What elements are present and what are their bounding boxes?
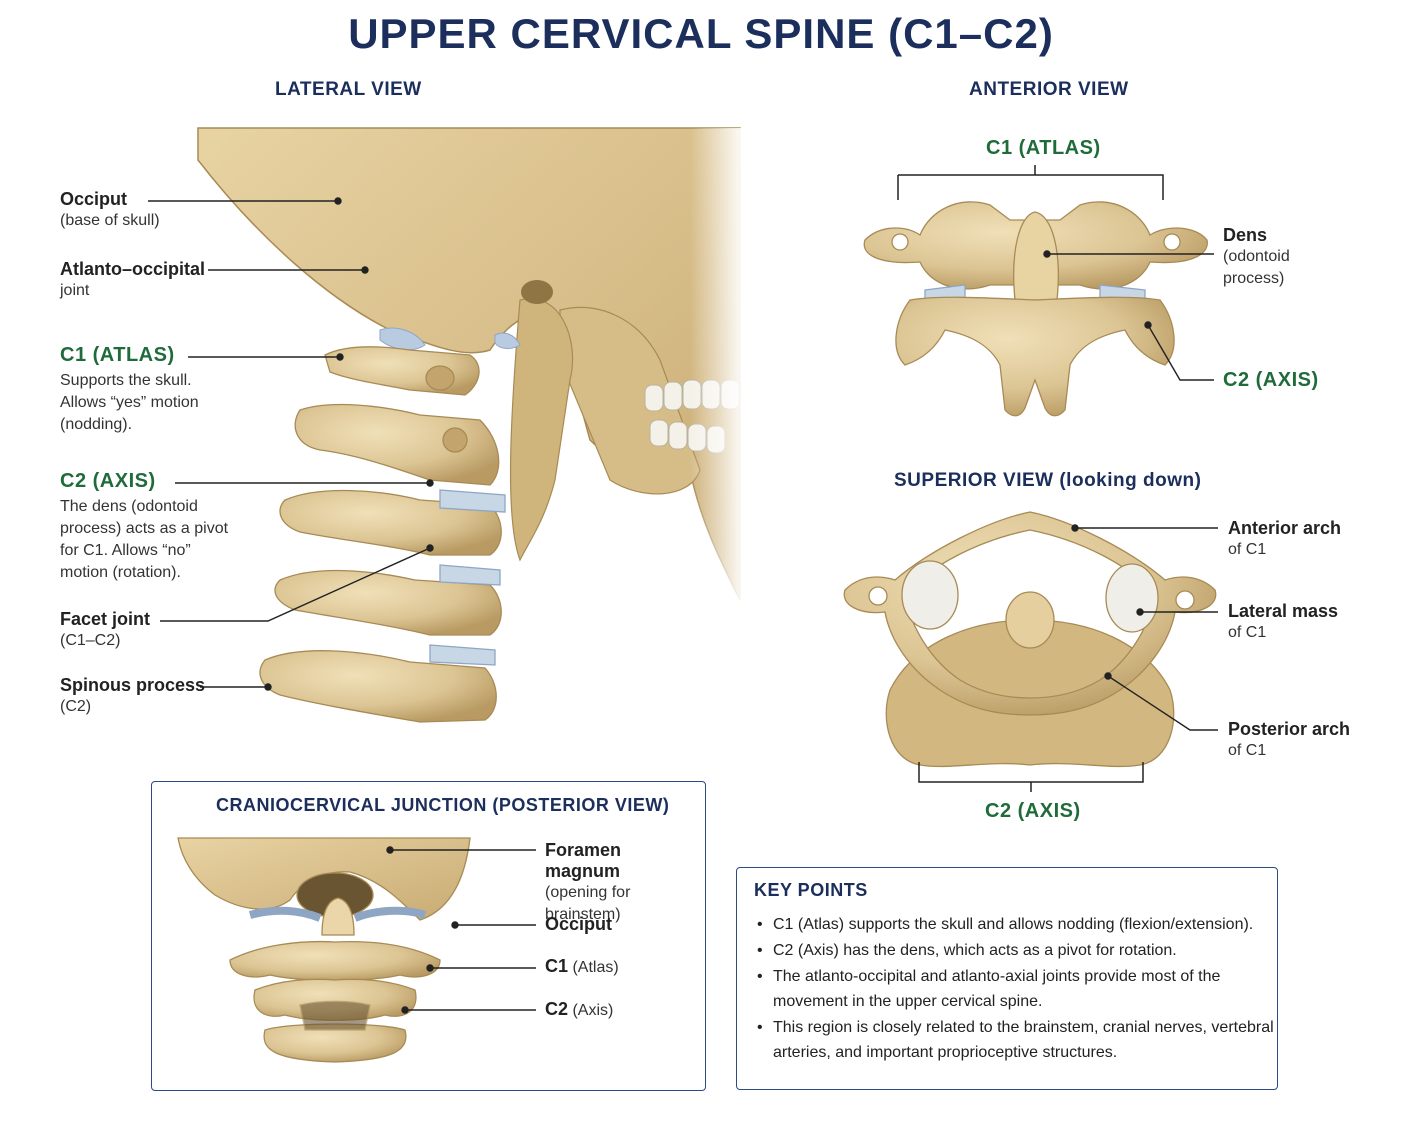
anterior-c1-label: C1 (ATLAS) [986, 137, 1101, 159]
label-facet-joint-sub: (C1–C2) [60, 632, 121, 649]
key-points-list: C1 (Atlas) supports the skull and allows… [755, 912, 1276, 1066]
page-title: UPPER CERVICAL SPINE (C1–C2) [348, 10, 1054, 57]
anterior-c2-label: C2 (AXIS) [1223, 369, 1319, 391]
label-atlanto-occipital-sub: joint [60, 282, 90, 299]
key-points-panel: KEY POINTS C1 (Atlas) supports the skull… [736, 867, 1278, 1090]
label-anterior-arch-name: Anterior arch [1228, 518, 1342, 538]
label-posterior-c1-sub: (Atlas) [572, 959, 619, 976]
label-posterior-c1: C1 (Atlas) [545, 956, 619, 979]
lateral-view-heading: LATERAL VIEW [275, 79, 422, 100]
posterior-view-panel [151, 781, 706, 1091]
label-posterior-arch: Posterior arch of C1 [1228, 719, 1378, 762]
label-occiput-sub: (base of skull) [60, 212, 160, 229]
label-posterior-c2: C2 (Axis) [545, 999, 613, 1022]
label-dens: Dens (odontoid process) [1223, 225, 1333, 290]
label-posterior-c2-sub: (Axis) [572, 1002, 614, 1019]
label-anterior-arch: Anterior arch of C1 [1228, 518, 1378, 561]
anterior-leader-lines [1043, 250, 1214, 381]
label-occiput: Occiput (base of skull) [60, 189, 210, 232]
label-posterior-arch-sub: of C1 [1228, 742, 1267, 759]
label-dens-name: Dens [1223, 225, 1268, 245]
label-foramen-magnum-sub: (opening for brainstem) [545, 884, 631, 923]
label-facet-joint-name: Facet joint [60, 609, 151, 629]
superior-leader-lines [1071, 524, 1218, 731]
label-occiput-name: Occiput [60, 189, 128, 209]
key-point-item: C2 (Axis) has the dens, which acts as a … [757, 938, 1276, 963]
key-point-item: C1 (Atlas) supports the skull and allows… [757, 912, 1276, 937]
label-lateral-mass: Lateral mass of C1 [1228, 601, 1378, 644]
label-c1-atlas-sub: Supports the skull. Allows “yes” motion … [60, 372, 199, 433]
posterior-view-heading: CRANIOCERVICAL JUNCTION (POSTERIOR VIEW) [216, 795, 670, 815]
superior-view-heading: SUPERIOR VIEW (looking down) [894, 470, 1202, 491]
label-c2-axis-name: C2 (AXIS) [60, 470, 156, 492]
label-posterior-c1-name: C1 [545, 956, 569, 976]
key-point-item: The atlanto-occipital and atlanto-axial … [757, 964, 1276, 1014]
anterior-view-heading: ANTERIOR VIEW [969, 79, 1129, 100]
label-facet-joint: Facet joint (C1–C2) [60, 609, 210, 652]
label-c2-axis-sub: The dens (odontoid process) acts as a pi… [60, 498, 229, 581]
label-c2-axis: C2 (AXIS) The dens (odontoid process) ac… [60, 470, 235, 584]
posterior-junction [177, 837, 471, 1063]
label-atlanto-occipital: Atlanto–occipital joint [60, 259, 210, 302]
label-atlanto-occipital-name: Atlanto–occipital [60, 259, 206, 279]
label-foramen-magnum-name: Foramen magnum [545, 840, 622, 881]
key-points-heading: KEY POINTS [754, 880, 868, 900]
label-posterior-arch-name: Posterior arch [1228, 719, 1351, 739]
anterior-vertebrae [863, 165, 1208, 417]
label-spinous-process: Spinous process (C2) [60, 675, 210, 718]
superior-c2-label: C2 (AXIS) [985, 800, 1081, 822]
label-c1-atlas: C1 (ATLAS) Supports the skull. Allows “y… [60, 344, 230, 436]
key-point-item: This region is closely related to the br… [757, 1015, 1276, 1065]
label-posterior-occiput: Occiput [545, 914, 613, 934]
label-spinous-process-name: Spinous process [60, 675, 206, 695]
label-lateral-mass-name: Lateral mass [1228, 601, 1339, 621]
superior-vertebra [843, 511, 1217, 792]
lateral-skull [197, 127, 745, 618]
lateral-cervical-spine [259, 346, 506, 723]
label-posterior-c2-name: C2 [545, 999, 569, 1019]
label-spinous-process-sub: (C2) [60, 698, 92, 715]
posterior-leader-lines [386, 846, 536, 1014]
label-dens-sub: (odontoid process) [1223, 248, 1290, 287]
label-anterior-arch-sub: of C1 [1228, 541, 1267, 558]
label-foramen-magnum: Foramen magnum (opening for brainstem) [545, 840, 695, 926]
lateral-leader-lines [148, 197, 434, 691]
label-lateral-mass-sub: of C1 [1228, 624, 1267, 641]
label-c1-atlas-name: C1 (ATLAS) [60, 344, 175, 366]
